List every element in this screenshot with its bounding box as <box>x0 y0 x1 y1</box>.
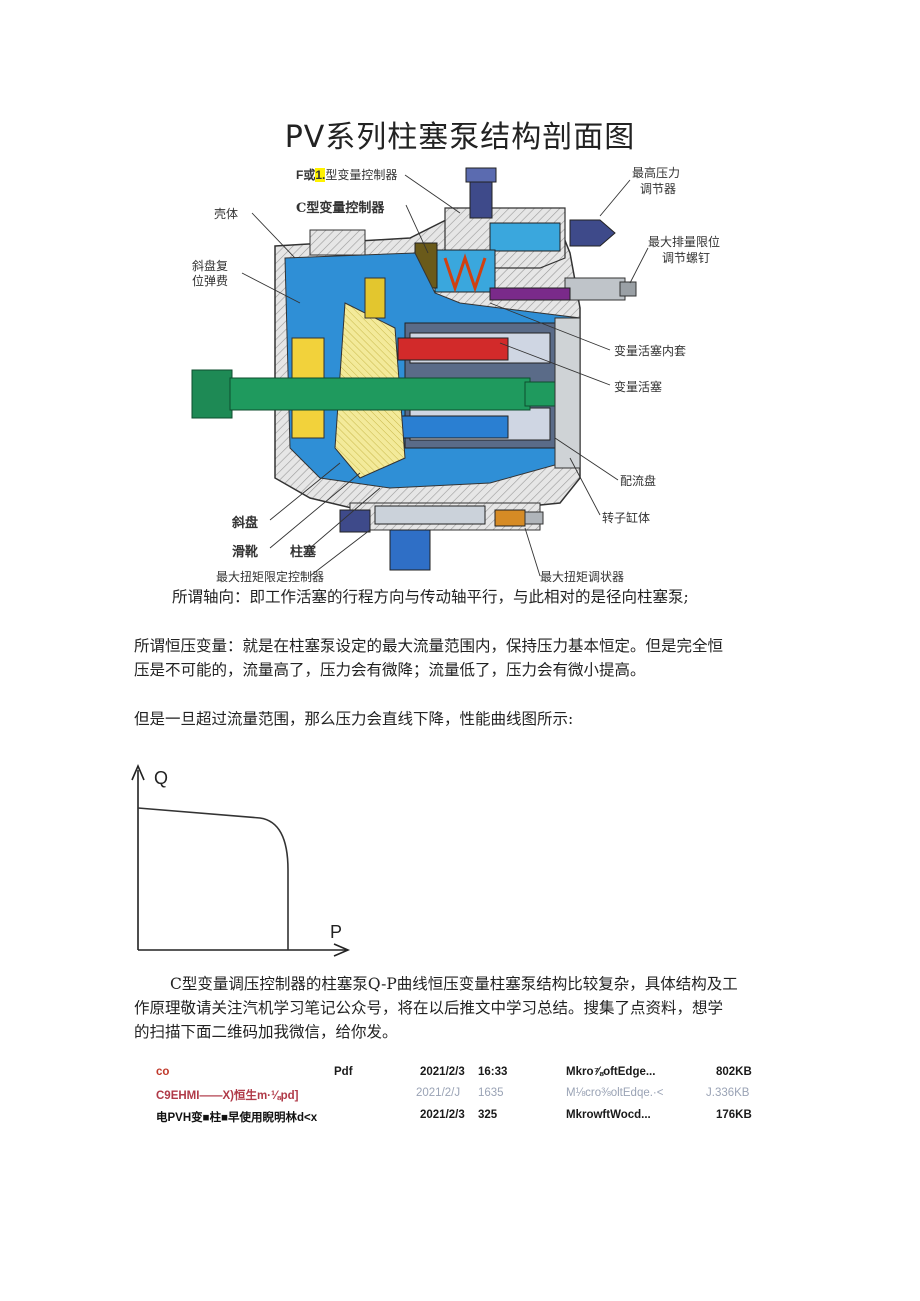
file-size: J.336KB <box>706 1087 750 1099</box>
file-date: 2021/2/J <box>416 1087 461 1099</box>
file-app: M⅛cro⅜oltEdqe.·< <box>566 1087 664 1099</box>
file-app: Mkro⅞oftEdge... <box>566 1066 656 1078</box>
file-row[interactable]: 电PVH变■柱■早使用睨明林d<x 2021/2/3 325 MkrowftWo… <box>0 1109 920 1129</box>
file-name: 电PVH变■柱■早使用睨明林d<x <box>156 1112 318 1124</box>
label-swash-return-spring-1: 斜盘复 <box>192 259 229 273</box>
label-slipper: 滑靴 <box>232 545 259 560</box>
label-max-displacement-2: 调节螺钉 <box>662 251 711 265</box>
paragraph-axial-definition: 所谓轴向：即工作活塞的行程方向与传动轴平行，与此相对的是径向柱塞泵; <box>172 588 689 606</box>
file-name: C9EHMI——X)恒生m·⅛pd] <box>156 1090 299 1102</box>
label-swash-plate: 斜盘 <box>232 516 259 531</box>
label-valve-plate: 配流盘 <box>620 474 657 488</box>
label-swash-return-spring-2: 位弹费 <box>192 274 229 288</box>
qp-performance-curve: Q P <box>131 763 351 957</box>
label-max-displacement-1: 最大排量限位 <box>648 235 721 249</box>
p-axis-label: P <box>330 922 342 942</box>
label-rotor-cylinder: 转子缸体 <box>602 511 651 525</box>
paragraph-c-type-line1: C型变量调压控制器的柱塞泵Q-P曲线恒压变量柱塞泵结构比较复杂，具体结构及工 <box>170 975 738 993</box>
file-date: 2021/2/3 <box>420 1109 465 1121</box>
file-app: MkrowftWocd... <box>566 1109 651 1121</box>
q-axis-arrow <box>131 763 145 781</box>
file-row[interactable]: co Pdf 2021/2/3 16:33 Mkro⅞oftEdge... 80… <box>0 1066 920 1086</box>
file-size: 176KB <box>716 1109 752 1121</box>
paragraph-flow-exceed: 但是一旦超过流量范围，那么压力会直线下降，性能曲线图所示: <box>134 710 574 728</box>
p-axis-arrow <box>333 943 351 957</box>
label-f-or-l-controller: F或1.型变量控制器 <box>296 168 398 182</box>
file-size: 802KB <box>716 1066 752 1078</box>
label-variable-piston: 变量活塞 <box>614 380 663 394</box>
paragraph-c-type-line3: 的扫描下面二维码加我微信，给你发。 <box>134 1023 398 1041</box>
label-max-pressure-2: 调节器 <box>640 182 677 196</box>
q-axis-label: Q <box>154 768 168 788</box>
paragraph-c-type-line2: 作原理敬请关注汽机学习笔记公众号，将在以后推文中学习总结。搜集了点资料，想学 <box>134 999 724 1017</box>
label-max-torque-adjuster: 最大扭矩调状器 <box>540 570 625 584</box>
file-name: co <box>156 1066 170 1078</box>
pump-cross-section-diagram <box>191 167 649 577</box>
file-date: 2021/2/3 <box>420 1066 465 1078</box>
label-variable-piston-sleeve: 变量活塞内套 <box>614 344 687 358</box>
file-time: 325 <box>478 1109 498 1121</box>
page-title: PV系列柱塞泵结构剖面图 <box>284 120 636 155</box>
file-time: 16:33 <box>478 1066 508 1078</box>
label-c-type-controller: C型变量控制器 <box>296 201 385 216</box>
label-housing: 壳体 <box>214 207 239 221</box>
file-time: 1635 <box>478 1087 504 1099</box>
paragraph-constant-pressure-line2: 压是不可能的，流量高了，压力会有微降；流量低了，压力会有微小提高。 <box>134 661 646 679</box>
label-max-pressure-1: 最高压力 <box>632 166 681 180</box>
paragraph-constant-pressure-line1: 所谓恒压变量：就是在柱塞泵设定的最大流量范围内，保持压力基本恒定。但是完全恒 <box>134 637 724 655</box>
file-type: Pdf <box>334 1066 353 1078</box>
file-row[interactable]: C9EHMI——X)恒生m·⅛pd] 2021/2/J 1635 M⅛cro⅜o… <box>0 1087 920 1107</box>
label-max-torque-limiter: 最大扭矩限定控制器 <box>216 570 325 584</box>
qp-curve <box>137 807 289 950</box>
label-piston: 柱塞 <box>290 545 317 560</box>
